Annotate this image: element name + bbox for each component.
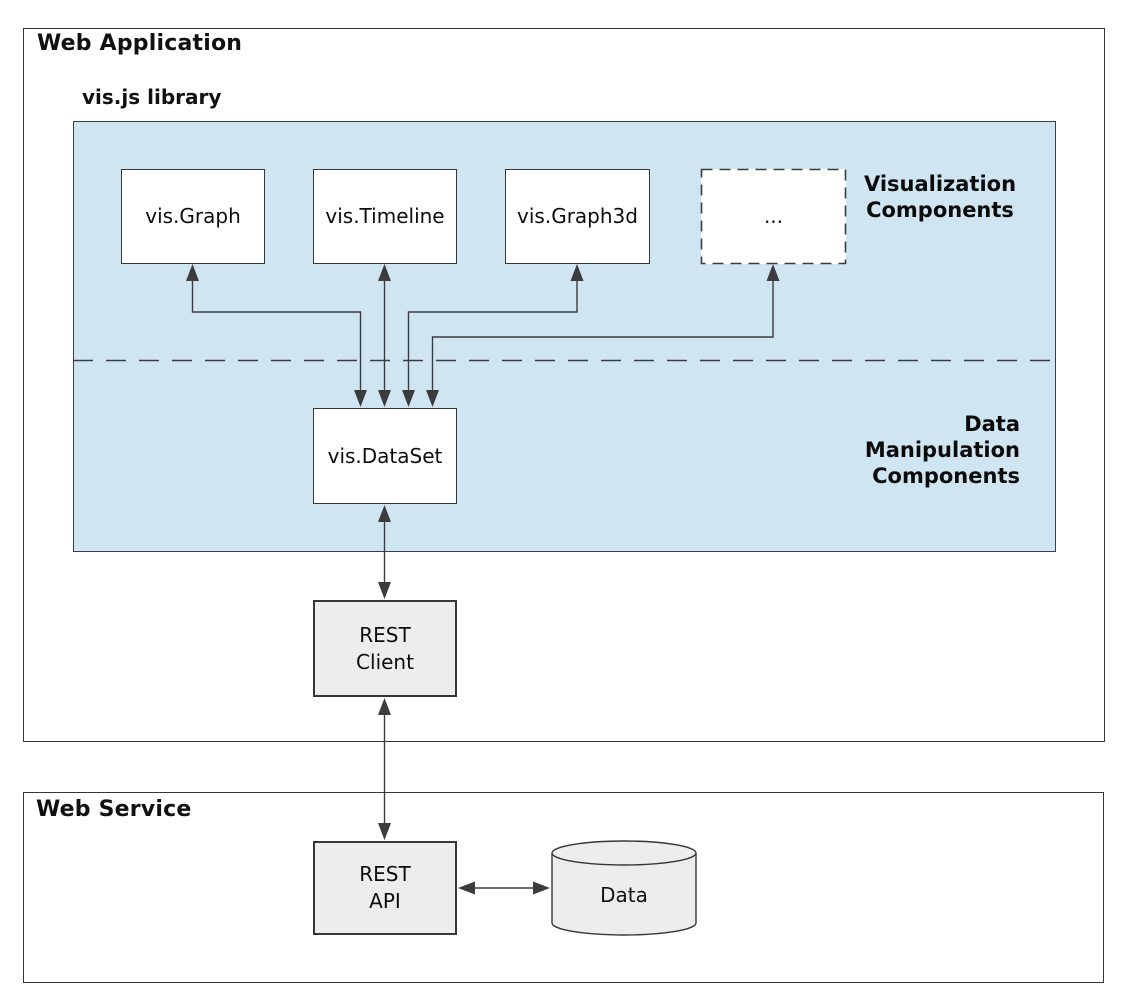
node-rest-api: REST API — [313, 841, 457, 935]
node-vis-graph: vis.Graph — [121, 169, 265, 264]
node-vis-graph3d-label: vis.Graph3d — [517, 204, 638, 228]
node-more-components: ... — [701, 169, 846, 264]
node-vis-timeline: vis.Timeline — [313, 169, 457, 264]
node-vis-graph3d: vis.Graph3d — [505, 169, 650, 264]
visualization-components-label: Visualization Components — [863, 172, 1017, 222]
data-manipulation-components-label: Data Manipulation Components — [864, 412, 1020, 488]
web-service-title: Web Service — [36, 797, 192, 822]
node-vis-graph-label: vis.Graph — [145, 204, 241, 228]
web-application-title: Web Application — [37, 31, 243, 56]
node-vis-timeline-label: vis.Timeline — [325, 204, 445, 228]
data-cylinder-label: Data — [600, 883, 648, 907]
node-rest-client: REST Client — [313, 600, 457, 697]
visjs-library-title: vis.js library — [82, 85, 222, 109]
node-vis-dataset: vis.DataSet — [313, 408, 457, 504]
node-vis-dataset-label: vis.DataSet — [327, 443, 443, 468]
node-more-components-label: ... — [763, 204, 784, 228]
